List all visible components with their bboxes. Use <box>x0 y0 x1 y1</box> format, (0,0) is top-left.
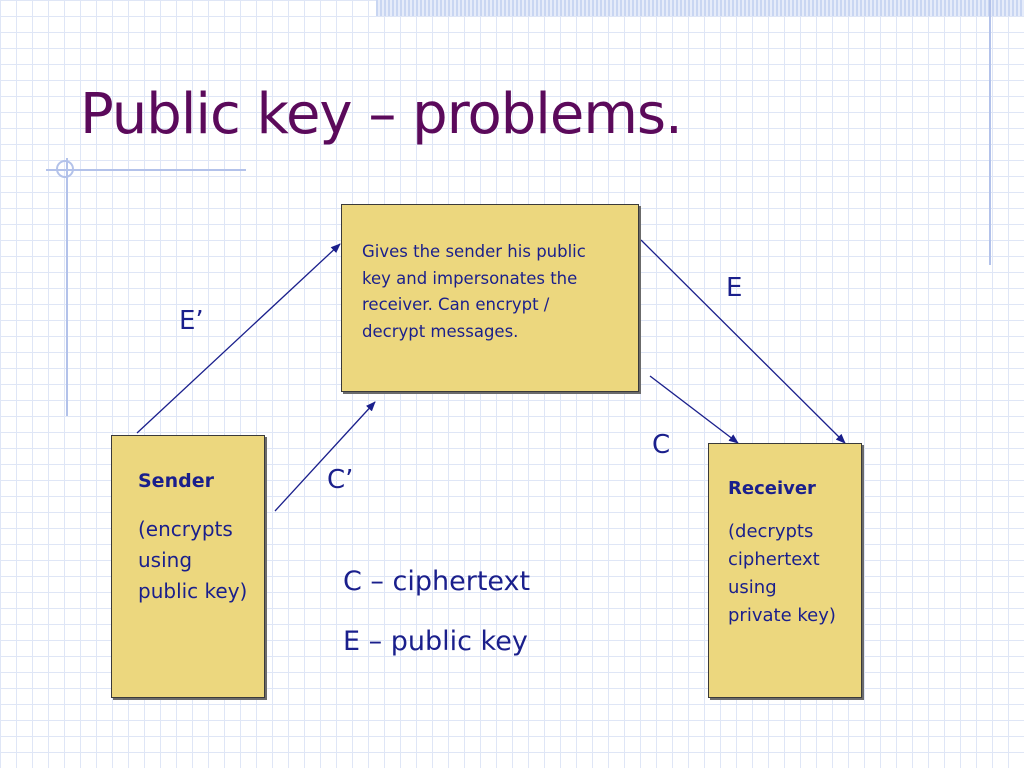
slide-title: Public key – problems. <box>80 82 683 147</box>
arrow-sender-to-attacker <box>136 243 341 434</box>
title-underline-rule <box>46 169 246 171</box>
receiver-title: Receiver <box>728 478 816 499</box>
legend-ciphertext: C – ciphertext <box>343 566 531 597</box>
label-e: E <box>726 273 743 303</box>
sender-box: Sender (encrypts using public key) <box>111 435 265 698</box>
receiver-box: Receiver (decrypts ciphertext using priv… <box>708 443 862 698</box>
attacker-box: Gives the sender his public key and impe… <box>341 204 639 392</box>
legend-public-key: E – public key <box>343 626 528 657</box>
sender-description: (encrypts using public key) <box>138 517 248 603</box>
label-c: C <box>652 430 671 460</box>
label-c-prime: C’ <box>327 465 354 495</box>
arrow-receiver-to-attacker <box>640 239 846 444</box>
right-decoration-rule <box>989 0 991 265</box>
receiver-description: (decrypts ciphertext using private key) <box>728 521 836 626</box>
title-circle-ornament <box>56 160 74 178</box>
label-e-prime: E’ <box>179 306 204 336</box>
arrow-attacker-to-receiver <box>649 375 739 444</box>
attacker-description: Gives the sender his public key and impe… <box>362 242 586 341</box>
sender-title: Sender <box>138 470 214 492</box>
left-decoration-rule <box>66 158 68 416</box>
top-decoration-band <box>376 0 1024 16</box>
arrow-sender-ciphertext-to-attacker <box>274 401 376 512</box>
